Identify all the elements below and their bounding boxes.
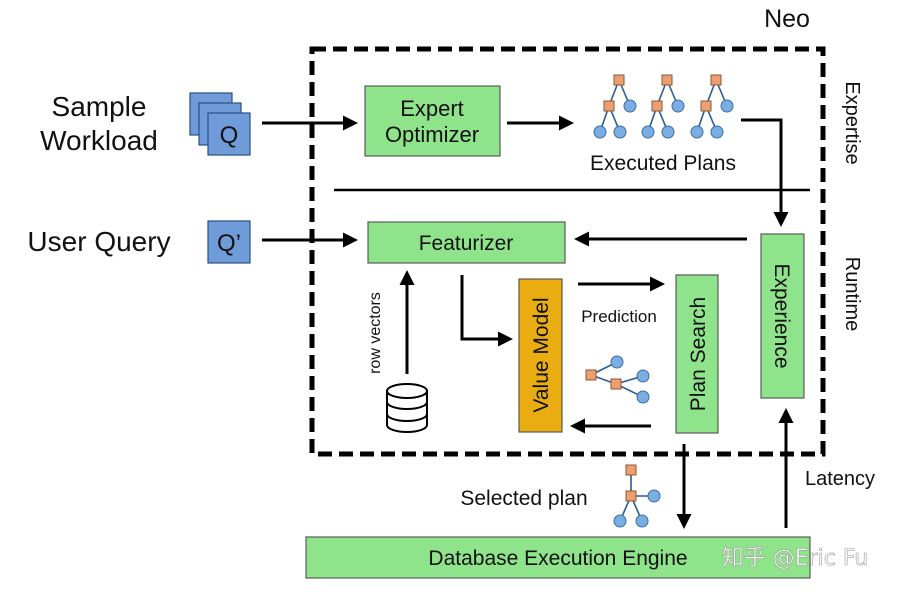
selected-plan-label: Selected plan bbox=[460, 487, 587, 510]
svg-text:Experience: Experience bbox=[770, 263, 793, 368]
svg-text:Plan Search: Plan Search bbox=[687, 297, 710, 411]
experience-box: Experience bbox=[760, 233, 805, 399]
sample-card-label: Q bbox=[220, 122, 239, 149]
plan-tree-icon bbox=[690, 74, 734, 139]
prediction-label: Prediction bbox=[581, 307, 657, 326]
database-execution-engine-box: Database Execution Engine bbox=[305, 536, 811, 579]
row-vectors-label: row vectors bbox=[367, 292, 384, 374]
plan-search-box: Plan Search bbox=[675, 274, 719, 434]
value-model-box: Value Model bbox=[518, 278, 563, 433]
neo-title: Neo bbox=[764, 5, 810, 33]
expertise-section-label: Expertise bbox=[841, 81, 863, 164]
database-icon bbox=[386, 383, 428, 433]
watermark: 知乎 @Eric Fu bbox=[722, 546, 869, 571]
user-query-label: User Query bbox=[27, 226, 170, 257]
selected-plan-tree-icon bbox=[613, 464, 661, 528]
neo-boundary bbox=[309, 46, 826, 457]
user-query-card: Q’ bbox=[207, 220, 251, 264]
plan-tree-icon bbox=[593, 74, 637, 139]
latency-label: Latency bbox=[805, 468, 875, 490]
expert-optimizer-box: Expert Optimizer bbox=[364, 85, 501, 157]
executed-plans-trees bbox=[593, 74, 734, 139]
svg-text:Expert: Expert bbox=[400, 96, 464, 121]
svg-text:Featurizer: Featurizer bbox=[419, 232, 514, 255]
svg-text:Value Model: Value Model bbox=[530, 297, 553, 412]
sample-workload-label: Sample Workload bbox=[40, 91, 158, 156]
plan-tree-icon bbox=[641, 74, 685, 139]
featurizer-to-valuemodel-arrow bbox=[460, 275, 513, 347]
candidate-plan-tree-icon bbox=[585, 355, 650, 404]
sample-query-cards: Q bbox=[189, 92, 251, 156]
svg-text:Workload: Workload bbox=[40, 125, 158, 156]
executed-plans-label: Executed Plans bbox=[590, 152, 736, 175]
svg-text:Optimizer: Optimizer bbox=[385, 122, 479, 147]
featurizer-box: Featurizer bbox=[367, 221, 566, 264]
runtime-section-label: Runtime bbox=[841, 257, 863, 331]
svg-text:Q’: Q’ bbox=[217, 230, 241, 257]
svg-text:Database Execution Engine: Database Execution Engine bbox=[428, 547, 687, 570]
plans-to-experience-arrow bbox=[741, 118, 789, 227]
svg-text:Sample: Sample bbox=[52, 91, 147, 122]
